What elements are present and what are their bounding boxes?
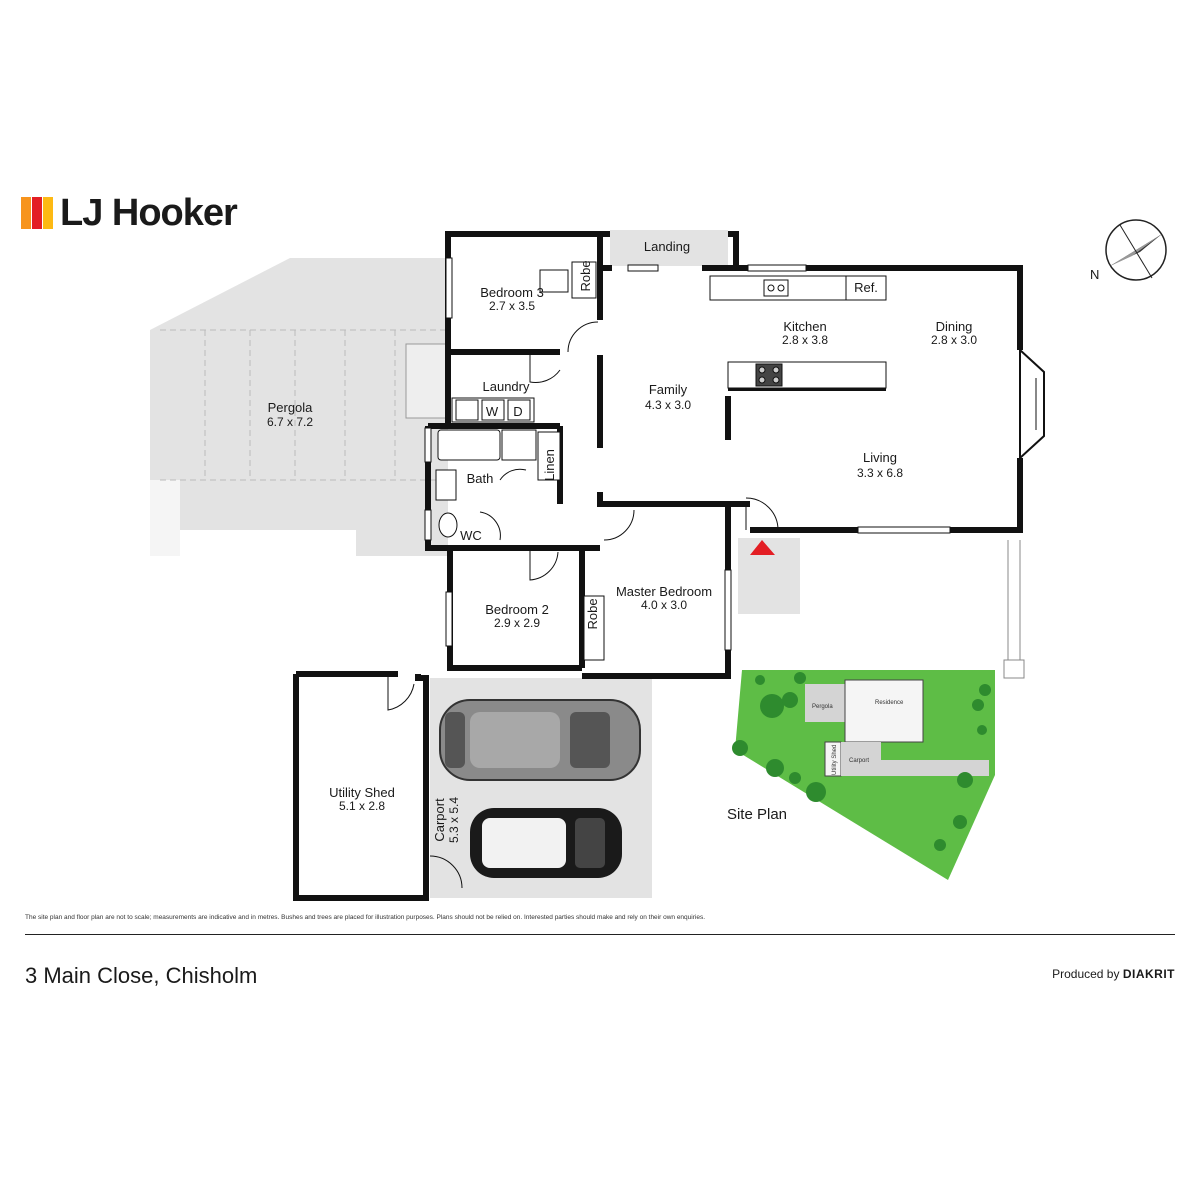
lj-hooker-logo-mark [21,197,53,229]
fridge-space [845,275,887,301]
robe-master-label: Robe [585,598,600,629]
produced-by-label: Produced by [1052,967,1120,981]
landing-label: Landing [644,239,690,254]
bedroom2-label: Bedroom 2 [485,602,549,617]
bath-label: Bath [467,471,494,486]
utility-shed-label: Utility Shed [329,785,395,800]
site-plan: Pergola Residence Carport Utility Shed [732,670,995,880]
site-plan-title: Site Plan [727,806,787,823]
laundry-label: Laundry [483,379,530,394]
producer-credit: Produced by DIAKRIT [1052,967,1175,981]
family-label: Family [649,382,688,397]
site-carport-label: Carport [849,758,869,764]
ref-label: Ref. [854,280,878,295]
bedroom3-label: Bedroom 3 [480,285,544,300]
room-labels: Pergola 6.7 x 7.2 Bedroom 3 2.7 x 3.5 Ro… [267,239,977,843]
living-label: Living [863,450,897,465]
family-size: 4.3 x 3.0 [645,398,691,412]
living-size: 3.3 x 6.8 [857,466,903,480]
car-hatchback [470,808,622,878]
dryer-label: D [513,404,522,419]
car-suv [439,699,641,781]
entry-marker [750,540,775,555]
robe-top-label: Robe [578,260,593,291]
site-utility-shed-label: Utility Shed [832,745,838,775]
landing-area [610,230,728,266]
site-residence-label: Residence [875,700,904,706]
pergola-label: Pergola [268,400,314,415]
pergola-area [150,258,448,556]
kitchen-island [727,361,887,389]
wc-label: WC [460,528,482,543]
compass: N [1090,219,1167,282]
pergola-size: 6.7 x 7.2 [267,415,313,429]
carport-size: 5.3 x 5.4 [447,797,461,843]
site-pergola-label: Pergola [812,704,833,710]
linen-label: Linen [542,449,557,481]
producer-name: DIAKRIT [1122,967,1175,981]
compass-north-label: N [1090,267,1099,282]
bedroom2-size: 2.9 x 2.9 [494,616,540,630]
washer-label: W [486,404,499,419]
carport-label: Carport [432,798,447,842]
bathtub [437,429,501,461]
bedroom3-size: 2.7 x 3.5 [489,299,535,313]
property-address: 3 Main Close, Chisholm [25,963,258,988]
dining-label: Dining [936,319,973,334]
master-bedroom-size: 4.0 x 3.0 [641,598,687,612]
dining-size: 2.8 x 3.0 [931,333,977,347]
utility-shed-size: 5.1 x 2.8 [339,799,385,813]
master-bedroom-label: Master Bedroom [616,584,712,599]
disclaimer-text: The site plan and floor plan are not to … [25,914,705,921]
pergola-lower-strip [150,480,180,556]
pergola-step [405,343,447,419]
lj-hooker-logo-text: LJ Hooker [60,192,238,234]
kitchen-label: Kitchen [783,319,826,334]
kitchen-size: 2.8 x 3.8 [782,333,828,347]
bay-window [1019,347,1045,461]
footer-divider [25,934,1175,935]
